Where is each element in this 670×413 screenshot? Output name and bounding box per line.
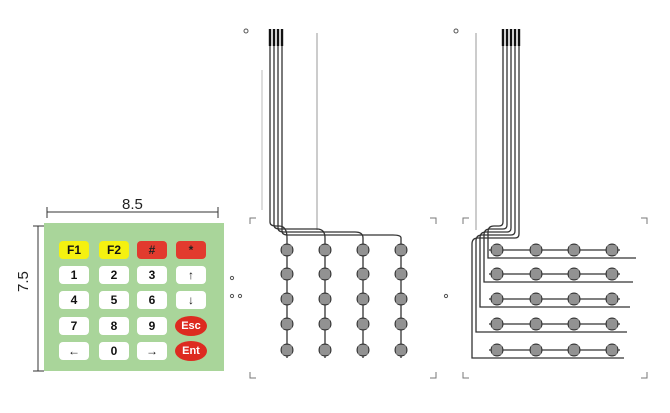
right-frame-corner-tr — [641, 217, 648, 224]
key-2-2: 6 — [137, 291, 167, 309]
key-3-1: 8 — [99, 317, 129, 335]
left-mount-hole — [243, 28, 249, 34]
key-3-0: 7 — [59, 317, 89, 335]
right-trace-0 — [487, 46, 636, 259]
key-2-3: ↓ — [176, 291, 206, 309]
key-3-2: 9 — [137, 317, 167, 335]
key-0-1: F2 — [99, 241, 129, 259]
key-3-3: Esc — [175, 316, 207, 336]
key-4-2: → — [137, 342, 167, 360]
right-trace-3 — [475, 46, 627, 333]
circuit-layer-left — [229, 28, 437, 379]
left-mount-hole-2 — [229, 275, 235, 281]
right-trace-1 — [483, 46, 633, 283]
left-mount-hole-4 — [237, 293, 243, 299]
key-0-3: * — [176, 241, 206, 259]
right-frame-corner-bl — [462, 372, 469, 379]
left-mount-hole-3 — [229, 293, 235, 299]
left-trace-3 — [281, 46, 402, 239]
key-1-2: 3 — [137, 266, 167, 284]
right-trace-2 — [479, 46, 630, 308]
right-trace-4 — [471, 46, 624, 359]
key-2-0: 4 — [59, 291, 89, 309]
key-2-1: 5 — [99, 291, 129, 309]
left-frame-corner-br — [430, 372, 437, 379]
right-frame-corner-tl — [462, 217, 469, 224]
left-trace-1 — [273, 46, 326, 239]
key-0-2: # — [137, 241, 167, 259]
key-1-1: 2 — [99, 266, 129, 284]
key-4-0: ← — [59, 342, 89, 360]
right-mount-hole-2 — [443, 293, 449, 299]
left-frame-corner-tl — [249, 217, 256, 224]
right-mount-hole — [453, 28, 459, 34]
key-1-0: 1 — [59, 266, 89, 284]
left-trace-2 — [277, 46, 364, 239]
width-dimension-label: 8.5 — [122, 196, 143, 213]
right-frame-corner-br — [641, 372, 648, 379]
key-4-1: 0 — [99, 342, 129, 360]
left-frame-corner-bl — [249, 372, 256, 379]
key-4-3: Ent — [175, 341, 207, 361]
circuit-layer-right — [443, 28, 648, 379]
key-1-3: ↑ — [176, 266, 206, 284]
key-0-0: F1 — [59, 241, 89, 259]
left-frame-corner-tr — [430, 217, 437, 224]
